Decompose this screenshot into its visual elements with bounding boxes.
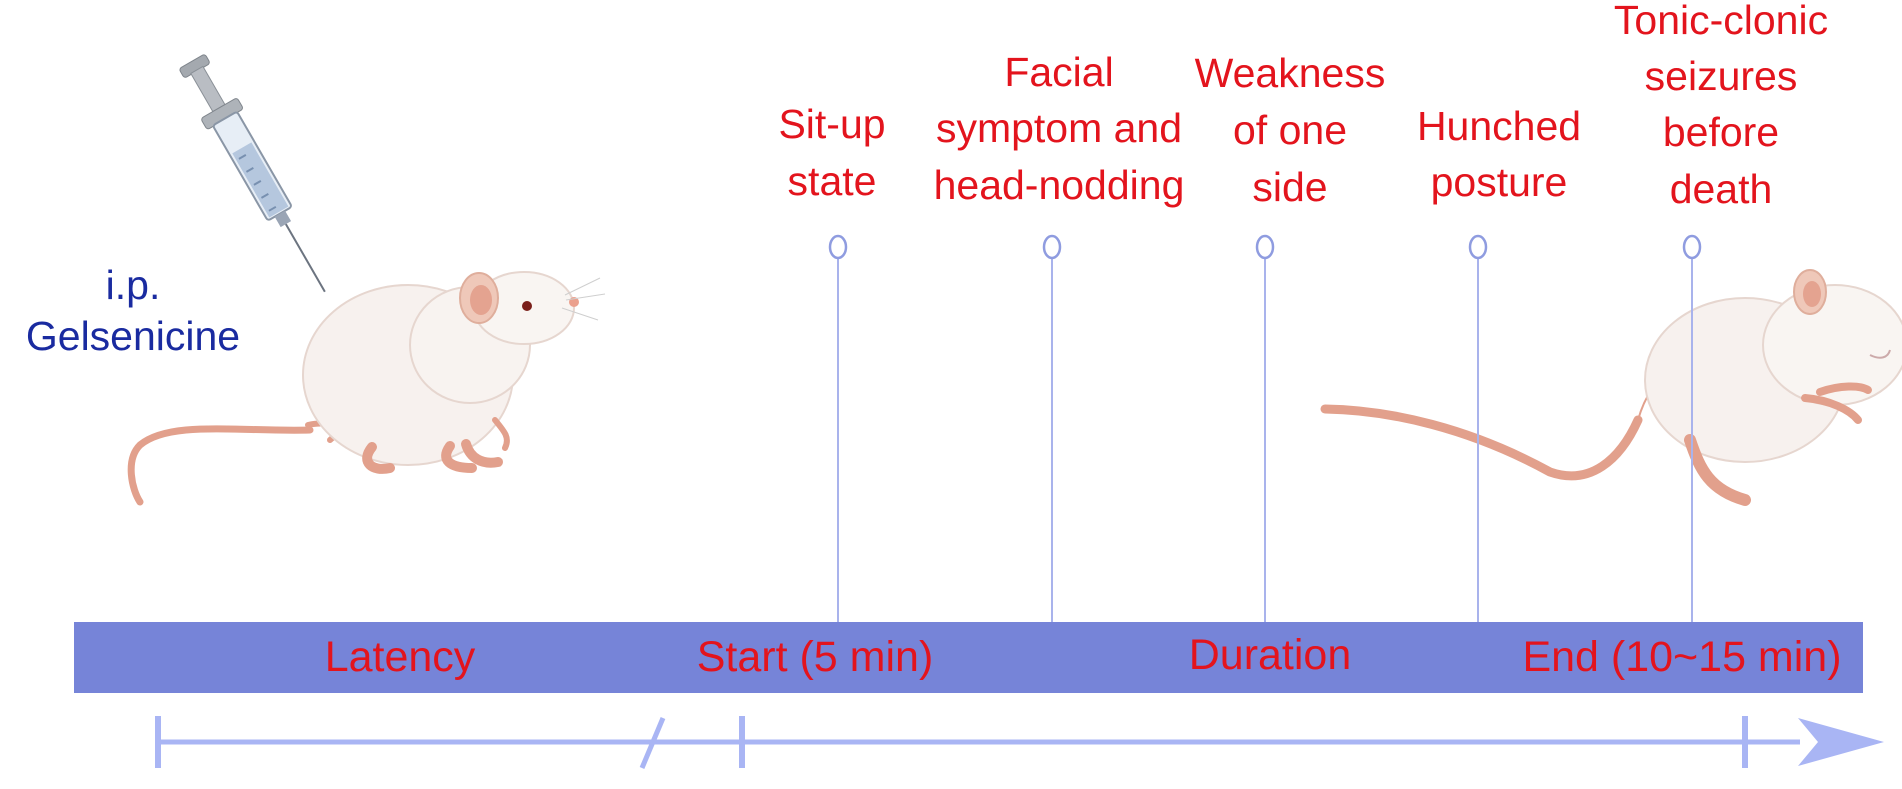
- symptom-4-line-2: posture: [1431, 159, 1568, 205]
- end-label: End (10~15 min): [1522, 633, 1841, 681]
- syringe-icon: [179, 54, 326, 293]
- axis-break-mark: [639, 717, 666, 769]
- marker-circle-5: [1682, 234, 1702, 260]
- symptom-4-line-1: Hunched: [1417, 103, 1581, 149]
- symptom-2-line-3: head-nodding: [934, 162, 1185, 208]
- symptom-3-line-2: of one: [1233, 107, 1347, 153]
- duration-label: Duration: [1189, 631, 1352, 679]
- marker-circle-2: [1042, 234, 1062, 260]
- symptom-5-line-3: before: [1663, 109, 1779, 155]
- symptom-2-line-2: symptom and: [936, 105, 1182, 151]
- symptom-labels: Sit-up state Facial symptom and head-nod…: [778, 0, 1828, 212]
- marker-circle-3: [1255, 234, 1275, 260]
- injection-compound-label: Gelsenicine: [26, 313, 240, 359]
- mouse-seizure-illustration: [1320, 269, 1902, 506]
- symptom-5-line-4: death: [1670, 166, 1773, 212]
- symptom-3-line-1: Weakness: [1195, 50, 1386, 96]
- start-label: Start (5 min): [697, 633, 934, 681]
- mouse-sitting-illustration: [127, 271, 606, 506]
- latency-label: Latency: [325, 633, 476, 681]
- symptom-3-line-3: side: [1252, 164, 1327, 210]
- symptom-1-line-2: state: [788, 158, 877, 204]
- arrow-head: [1798, 718, 1884, 766]
- symptom-5-line-2: seizures: [1645, 53, 1798, 99]
- marker-circle-4: [1468, 234, 1488, 260]
- symptom-2-line-1: Facial: [1004, 49, 1113, 95]
- symptom-5-line-1: Tonic-clonic: [1614, 0, 1828, 43]
- injection-route-label: i.p.: [106, 262, 161, 308]
- symptom-1-line-1: Sit-up: [778, 101, 885, 147]
- marker-circle-1: [828, 234, 848, 260]
- time-axis-arrow: [155, 716, 1884, 769]
- timeline-bar: [74, 622, 1863, 693]
- symptom-markers: [828, 234, 1702, 622]
